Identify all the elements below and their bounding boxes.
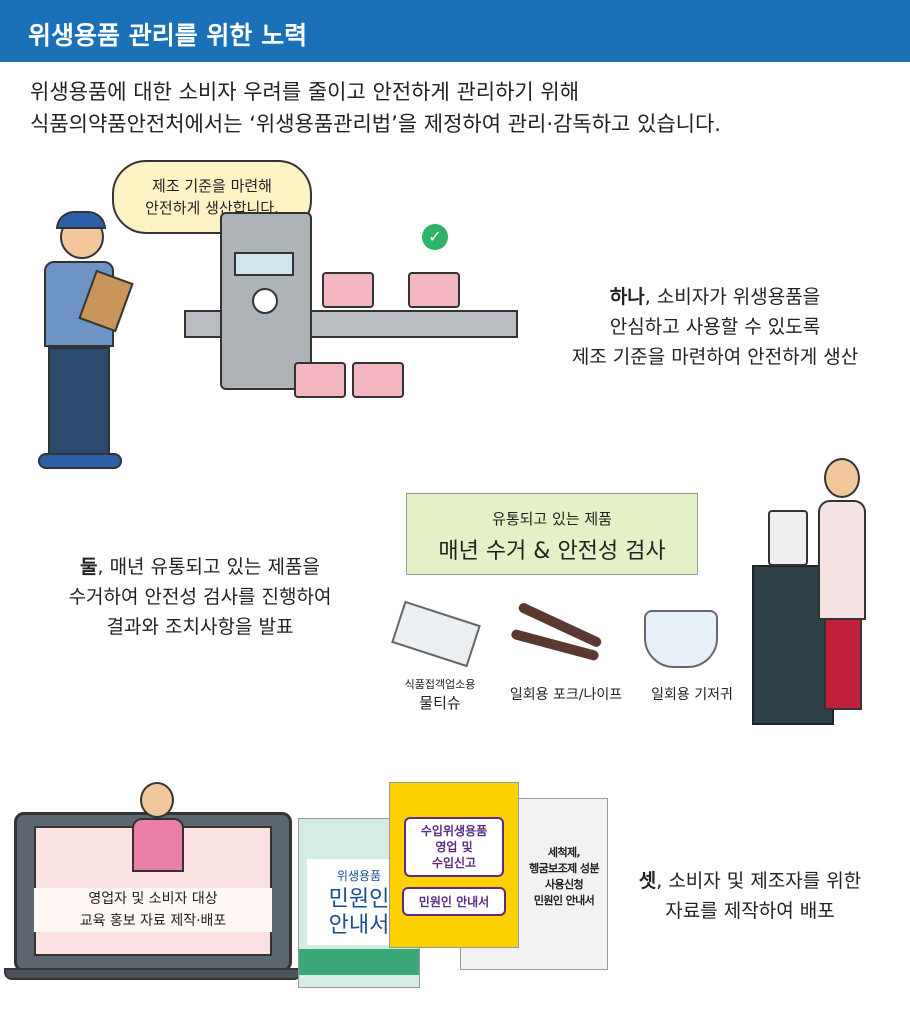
item-label: 식품접객업소용 물티슈 [390, 676, 490, 713]
box-subtitle: 유통되고 있는 제품 [492, 510, 612, 528]
speech-bubble: 제조 기준을 마련해 안전하게 생산합니다. [112, 160, 312, 234]
gauge-icon [252, 288, 278, 314]
section-line: , 매년 유통되고 있는 제품을 [97, 556, 320, 578]
booklet-title: 수입위생용품 [420, 824, 488, 838]
bubble-text: 제조 기준을 마련해 [152, 177, 272, 195]
inspection-box: 유통되고 있는 제품 매년 수거 & 안전성 검사 [406, 493, 698, 575]
intro-line: 식품의약품안전처에서는 ‘위생용품관리법’을 제정하여 관리·감독하고 있습니다… [30, 112, 721, 136]
item-small: 식품접객업소용 [404, 678, 476, 691]
item-label: 일회용 기저귀 [651, 687, 733, 703]
booklet-title: 세척제, [547, 846, 581, 859]
booklet-title: 헹굼보조제 성분 [529, 862, 599, 875]
item-label: 일회용 포크/나이프 [509, 687, 623, 703]
booklet-title: 수입신고 [431, 856, 477, 870]
check-icon: ✓ [422, 224, 448, 250]
section-line: 안심하고 사용할 수 있도록 [609, 316, 821, 338]
booklet-title: 안내서 [328, 913, 390, 938]
page-header: 위생용품 관리를 위한 노력 [0, 0, 910, 62]
product-box [408, 272, 460, 308]
guide-booklet: 수입위생용품 영업 및 수입신고 민원인 안내서 [389, 782, 519, 948]
section-lead: 셋 [638, 870, 657, 892]
caption-line: 교육 홍보 자료 제작·배포 [79, 913, 227, 929]
section-line: 결과와 조치사항을 발표 [106, 616, 294, 638]
laptop-caption: 영업자 및 소비자 대상 교육 홍보 자료 제작·배포 [34, 888, 272, 932]
booklet-title: 영업 및 [435, 840, 473, 854]
section-line: 제조 기준을 마련하여 안전하게 생산 [571, 346, 859, 368]
section2-text: 둘, 매년 유통되고 있는 제품을 수거하여 안전성 검사를 진행하여 결과와 … [20, 552, 380, 642]
booklet-title: 사용신청 [544, 878, 584, 891]
laptop-base [4, 968, 302, 980]
section1-text: 하나, 소비자가 위생용품을 안심하고 사용할 수 있도록 제조 기준을 마련하… [540, 282, 890, 372]
section-line: , 소비자가 위생용품을 [644, 286, 821, 308]
section-lead: 하나 [609, 286, 645, 308]
booklet-title-block: 세척제, 헹굼보조제 성분 사용신청 민원인 안내서 [523, 845, 605, 909]
box-title: 매년 수거 & 안전성 검사 [438, 539, 666, 564]
diaper-image [644, 610, 718, 668]
booklet-title: 민원인 [328, 887, 390, 912]
presenter-illustration [128, 782, 188, 872]
machine-screen [234, 252, 294, 276]
page-title: 위생용품 관리를 위한 노력 [28, 21, 308, 50]
booklet-title: 위생용품 [336, 869, 382, 883]
wet-tissue-image [391, 600, 481, 668]
scientist-illustration [810, 458, 870, 720]
section3-text: 셋, 소비자 및 제조자를 위한 자료를 제작하여 배포 [600, 866, 900, 926]
section-line: 자료를 제작하여 배포 [665, 900, 835, 922]
booklet-title: 민원인 안내서 [402, 887, 506, 916]
worker-illustration [30, 211, 134, 475]
product-box [352, 362, 404, 398]
product-box [294, 362, 346, 398]
booklet-title: 민원인 안내서 [533, 894, 595, 907]
caption-line: 영업자 및 소비자 대상 [88, 891, 218, 907]
section-lead: 둘 [80, 556, 98, 578]
section-line: 수거하여 안전성 검사를 진행하여 [68, 586, 332, 608]
item-name: 물티슈 [419, 694, 461, 712]
section-line: , 소비자 및 제조자를 위한 [656, 870, 862, 892]
product-box [322, 272, 374, 308]
intro-line: 위생용품에 대한 소비자 우려를 줄이고 안전하게 관리하기 위해 [30, 80, 580, 104]
microscope-icon [768, 510, 808, 566]
intro-text: 위생용품에 대한 소비자 우려를 줄이고 안전하게 관리하기 위해 식품의약품안… [30, 76, 721, 140]
